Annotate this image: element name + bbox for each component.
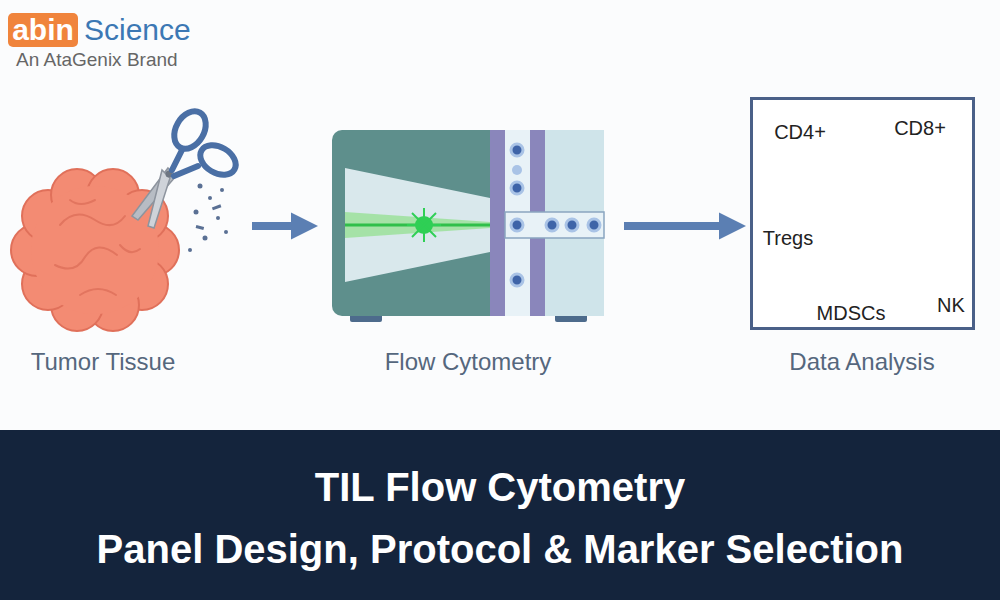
subtitle: Panel Design, Protocol & Marker Selectio… bbox=[97, 526, 904, 572]
scissors-icon bbox=[132, 106, 241, 228]
step-node: Tumor Tissue bbox=[10, 100, 242, 385]
step-heading: Tumor Tissue bbox=[31, 348, 175, 376]
title: TIL Flow Cytometry bbox=[315, 464, 685, 510]
logo-tagline: An AtaGenix Brand bbox=[16, 49, 178, 71]
step-node: Flow Cytometry bbox=[322, 110, 614, 385]
population-label: CD4+ bbox=[774, 121, 826, 144]
logo-plate bbox=[8, 13, 78, 47]
title-band bbox=[0, 430, 1000, 600]
tissue-fragments bbox=[188, 184, 228, 253]
logo-text: Science bbox=[84, 13, 191, 48]
population-label: Tregs bbox=[763, 227, 813, 250]
cytometer-illustration bbox=[332, 130, 604, 322]
population-label: MDSCs bbox=[817, 302, 886, 325]
step-heading: Flow Cytometry bbox=[385, 348, 552, 376]
flow-arrow bbox=[252, 222, 310, 230]
tumor-illustration bbox=[11, 169, 179, 331]
population-label: NK bbox=[937, 294, 965, 317]
population-label: CD8+ bbox=[894, 117, 946, 140]
flow-arrow bbox=[624, 222, 738, 230]
results-panel: Data AnalysisCD4+CD8+TregsMDSCsNK bbox=[750, 97, 975, 330]
logo-text: abin bbox=[12, 13, 74, 48]
step-heading: Data Analysis bbox=[789, 348, 934, 376]
